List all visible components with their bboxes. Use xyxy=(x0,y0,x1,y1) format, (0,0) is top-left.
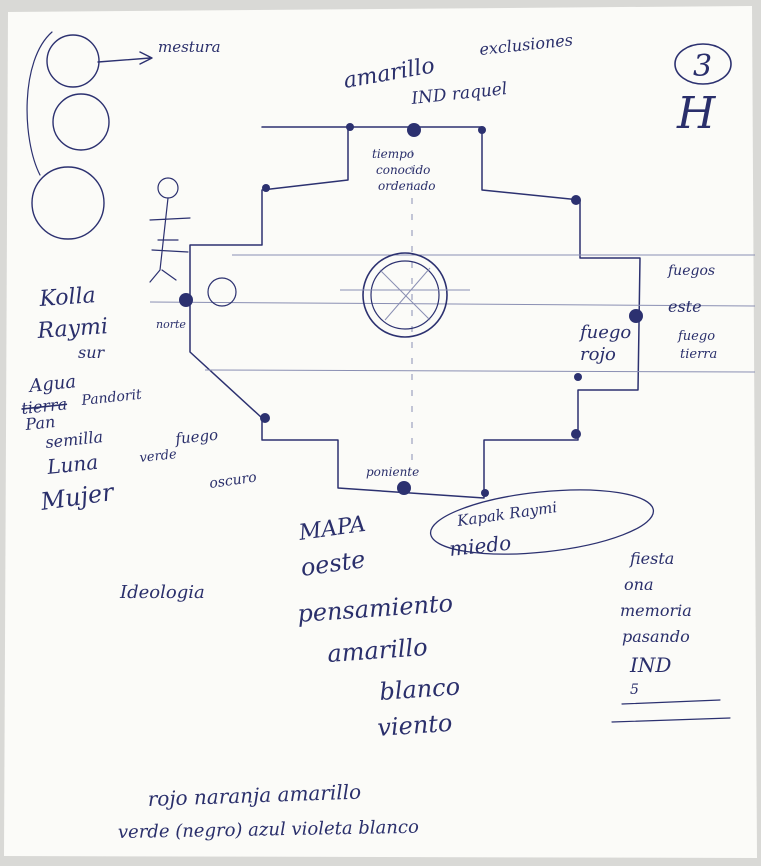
left-line-1: Kolla xyxy=(38,283,97,312)
right-line-3: rojo xyxy=(580,344,616,365)
right-line-1: este xyxy=(668,297,702,316)
node xyxy=(346,123,354,131)
node-right-main xyxy=(629,309,643,323)
node xyxy=(260,413,270,423)
node xyxy=(478,126,486,134)
corner-mark: H xyxy=(676,88,717,139)
right-line-2: fuego xyxy=(578,322,631,343)
top-left-label: mestura xyxy=(158,38,221,56)
left-list-3: Pan xyxy=(23,412,56,434)
right-note-4: pasando xyxy=(622,627,690,646)
bottom-small: poniente xyxy=(366,465,419,479)
right-note-2: ona xyxy=(624,575,653,594)
node xyxy=(571,195,581,205)
left-word: Ideologia xyxy=(119,582,205,603)
node-bottom-main xyxy=(397,481,411,495)
right-note-5: IND xyxy=(629,653,671,677)
right-top: fuegos xyxy=(667,263,715,279)
node xyxy=(574,373,582,381)
page-number: 3 xyxy=(693,49,712,84)
upper-note-1: tiempo xyxy=(372,147,414,161)
center-list-3: blanco xyxy=(378,672,460,706)
right-side-2: tierra xyxy=(680,347,717,362)
node xyxy=(262,184,270,192)
node xyxy=(571,429,581,439)
upper-note-2: conocido xyxy=(376,163,430,177)
right-note-1: fiesta xyxy=(629,549,674,568)
node xyxy=(481,489,489,497)
left-small: norte xyxy=(156,318,186,331)
center-list-4: viento xyxy=(376,709,453,742)
right-note-6: 5 xyxy=(630,682,639,698)
right-note-3: memoria xyxy=(620,601,692,620)
left-line-3: sur xyxy=(78,343,106,362)
right-side-1: fuego xyxy=(677,329,715,344)
left-line-2: Raymi xyxy=(36,314,109,344)
upper-note-3: ordenado xyxy=(378,179,436,193)
node-left-main xyxy=(179,293,193,307)
node-top-main xyxy=(407,123,421,137)
